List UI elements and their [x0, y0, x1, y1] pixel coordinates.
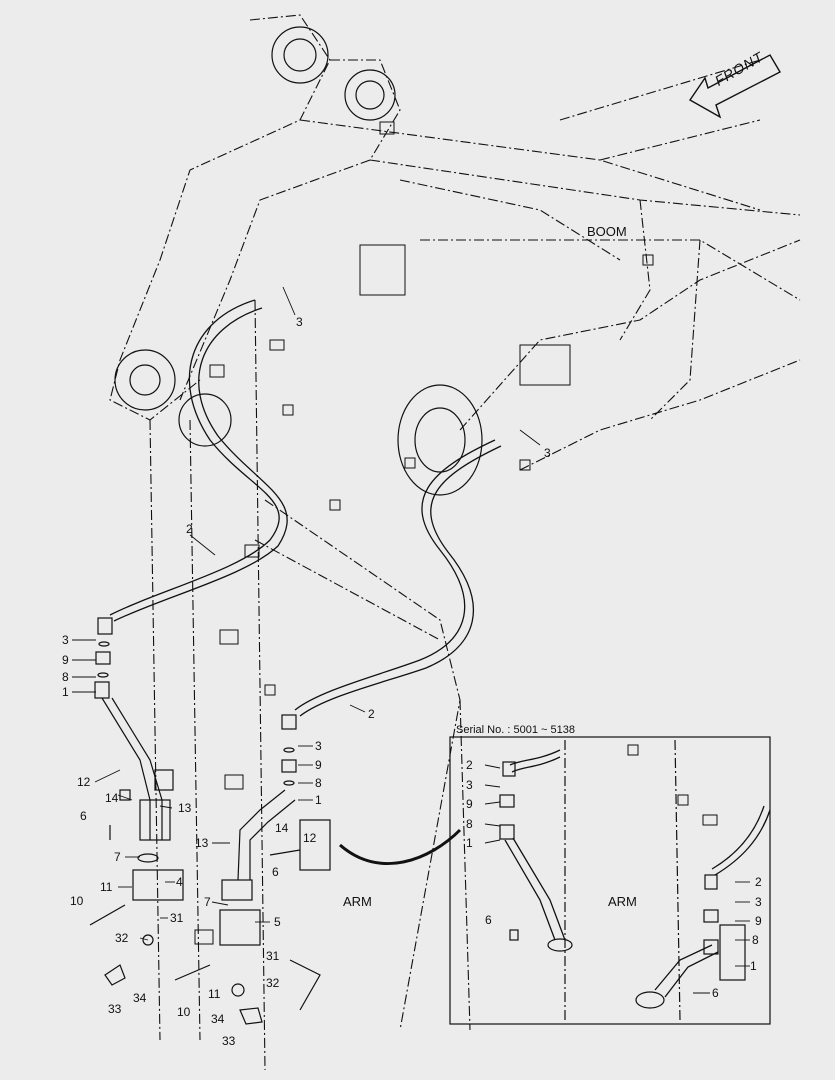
callout: 12 — [303, 831, 317, 845]
callout: 14 — [275, 821, 289, 835]
callout: 32 — [115, 931, 129, 945]
callout-arrow — [339, 828, 462, 866]
callout: 12 — [77, 775, 91, 789]
inset-callout: 9 — [755, 914, 762, 928]
inset-callout: 8 — [466, 817, 473, 831]
callout: 11 — [100, 880, 113, 894]
callout: 13 — [178, 801, 192, 815]
inset-fittings — [499, 761, 746, 1009]
small-parts — [194, 121, 718, 945]
leader-lines — [72, 286, 750, 994]
callout: 33 — [222, 1034, 236, 1048]
callout: 6 — [80, 809, 87, 823]
callout: 31 — [170, 911, 184, 925]
callout: 14 — [105, 791, 119, 805]
front-arrow — [688, 54, 781, 119]
callout: 33 — [108, 1002, 122, 1016]
inset-hoses — [504, 749, 771, 998]
callout: 11 — [208, 987, 221, 1001]
callout: 1 — [315, 793, 322, 807]
callout: 7 — [204, 895, 211, 909]
inset-callout: 3 — [755, 895, 762, 909]
inset-frame — [449, 736, 771, 1025]
inset-callout: 2 — [466, 758, 473, 772]
callout: 13 — [195, 836, 209, 850]
callout: 7 — [114, 850, 121, 864]
pin-bosses — [114, 26, 483, 496]
inset-callout: 3 — [466, 778, 473, 792]
inset-callout: 2 — [755, 875, 762, 889]
hose-right — [294, 439, 502, 717]
inset-callout: 9 — [466, 797, 473, 811]
callout: 3 — [315, 739, 322, 753]
callout: 4 — [176, 875, 183, 889]
callout: 10 — [70, 894, 84, 908]
callout: 8 — [315, 776, 322, 790]
callout: 3 — [544, 446, 551, 460]
inset-callout: 6 — [485, 913, 492, 927]
inset-callout: 1 — [466, 836, 473, 850]
callout: 5 — [274, 915, 281, 929]
left-fitting-stack — [89, 617, 184, 986]
callout: 3 — [296, 315, 303, 329]
boom-label: BOOM — [587, 224, 627, 239]
callout: 6 — [272, 865, 279, 879]
inset-callout: 8 — [752, 933, 759, 947]
inset-drawing — [564, 739, 681, 1021]
arm-label: ARM — [343, 894, 372, 909]
callout: 3 — [62, 633, 69, 647]
callout: 32 — [266, 976, 280, 990]
inset-callout: 6 — [712, 986, 719, 1000]
callout: 9 — [62, 653, 69, 667]
inset-callout: 1 — [750, 959, 757, 973]
inset-title: Serial No. : 5001 ~ 5138 — [456, 724, 575, 736]
callout: 1 — [62, 685, 69, 699]
boom-outline — [109, 14, 801, 1071]
callout: 8 — [62, 670, 69, 684]
callout: 34 — [133, 991, 147, 1005]
callout: 2 — [186, 522, 193, 536]
callout: 9 — [315, 758, 322, 772]
right-fitting-stack — [174, 714, 331, 1025]
hose-left — [109, 299, 288, 622]
callout: 31 — [266, 949, 280, 963]
callout: 10 — [177, 1005, 191, 1019]
callout: 2 — [368, 707, 375, 721]
callout: 34 — [211, 1012, 225, 1026]
inset-arm-label: ARM — [608, 894, 637, 909]
